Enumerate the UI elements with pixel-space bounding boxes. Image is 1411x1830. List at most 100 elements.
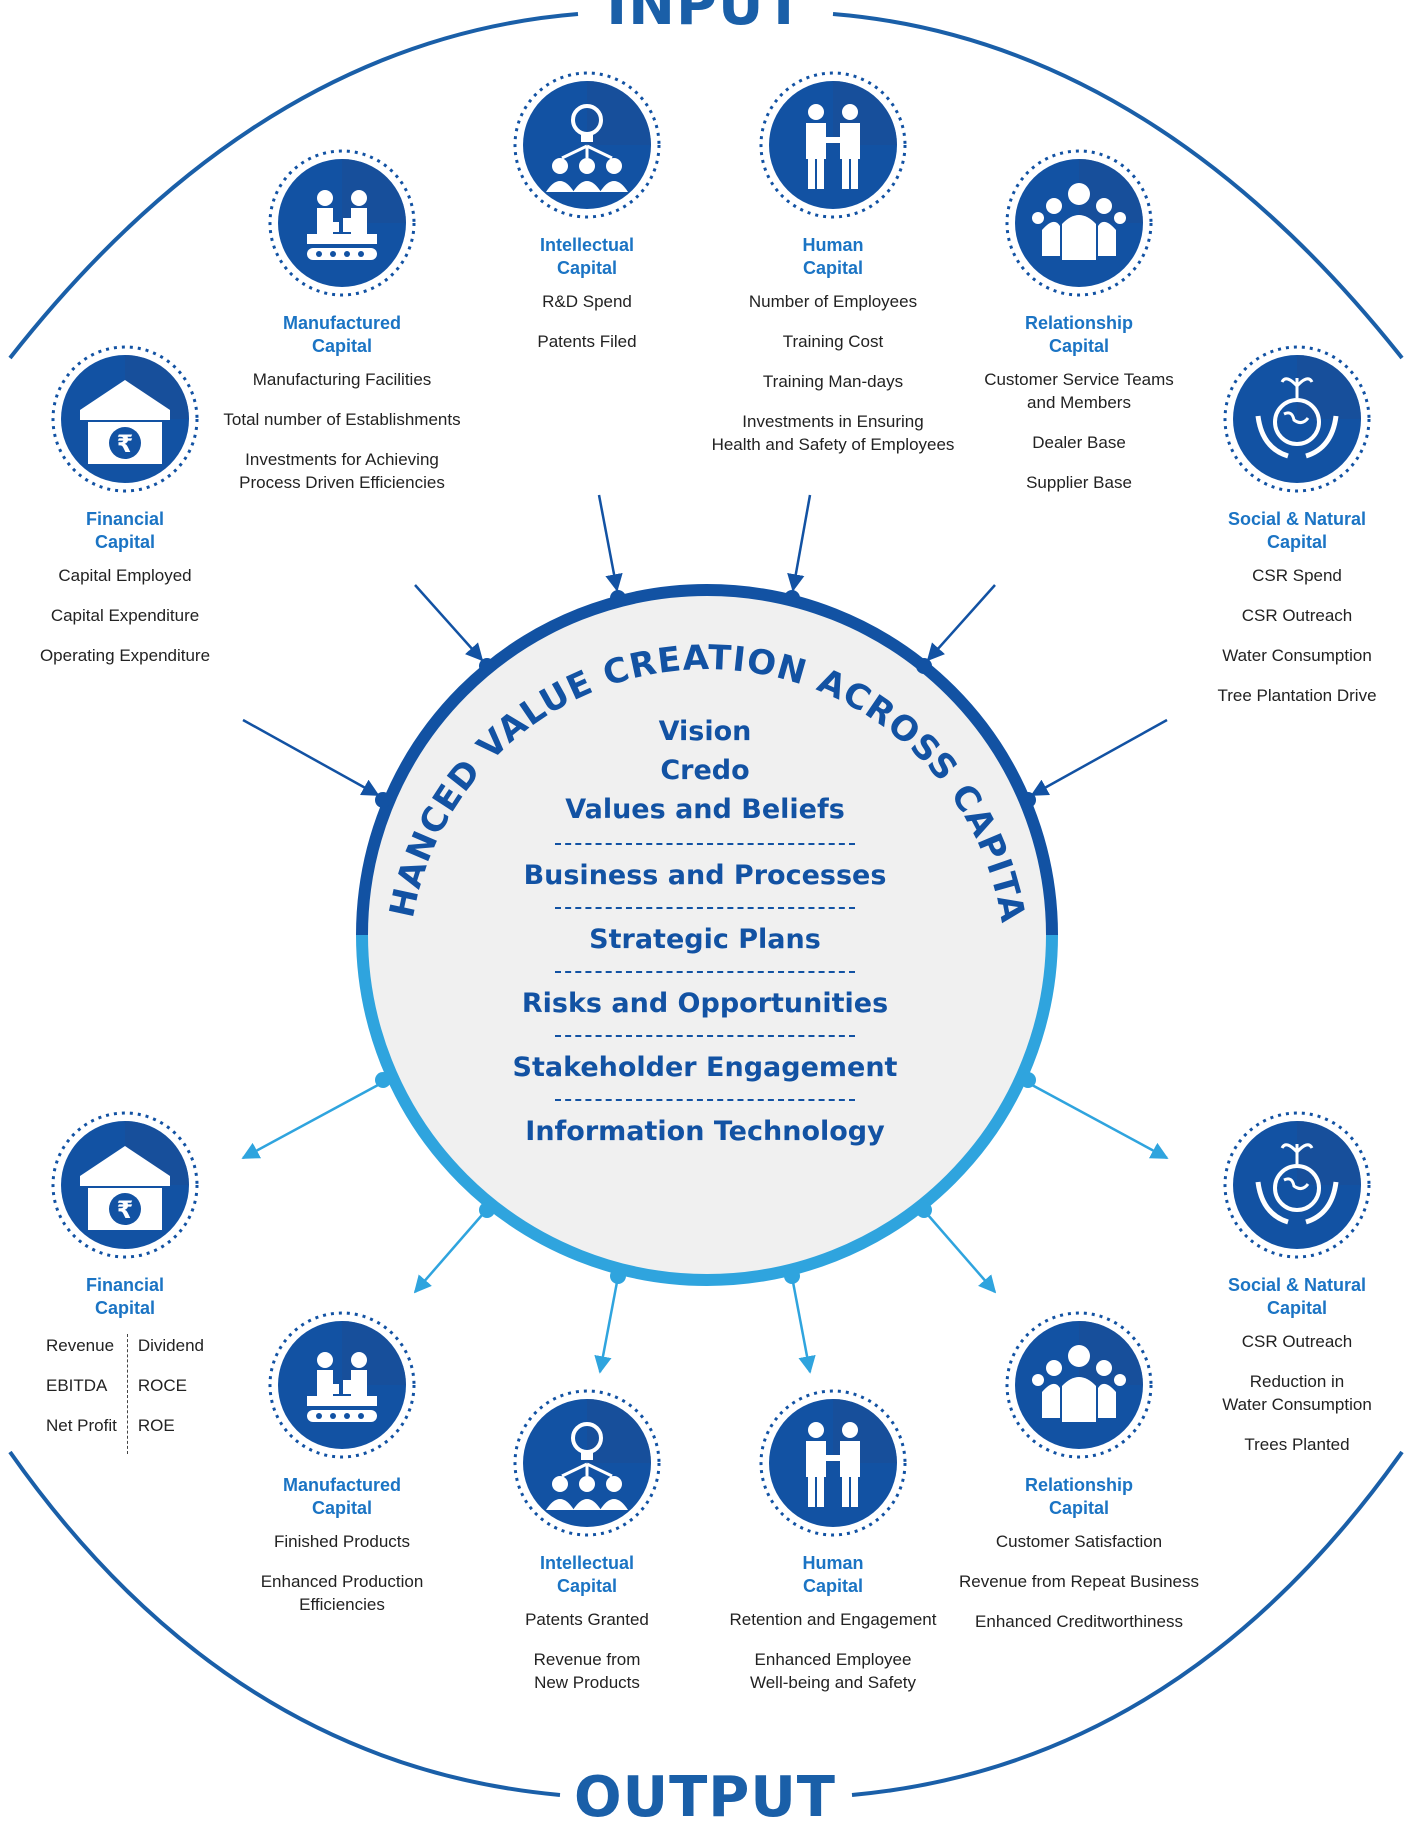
capital-item: Enhanced Creditworthiness [975,1612,1183,1631]
section-stakeholder: Stakeholder Engagement [512,1052,898,1083]
lightbulb-people-icon [513,1389,661,1537]
capital-item: Capital Employed [58,566,192,585]
output-outer-arc-right [851,1450,1404,1797]
capital-item: Tree Plantation Drive [1217,686,1377,705]
core-values: Values and Beliefs [565,794,845,825]
output-human-capital: Human Capital Retention and Engagement E… [688,1388,978,1711]
capital-item: Customer Satisfaction [995,1532,1163,1551]
output-social-natural-capital: Social & Natural Capital CSR Outreach Re… [1152,1110,1411,1473]
divider [555,1099,855,1101]
svg-text:₹: ₹ [117,430,134,458]
section-business: Business and Processes [523,860,887,891]
people-group-icon [1005,1311,1153,1459]
output-relationship-capital: Relationship Capital Customer Satisfacti… [934,1310,1224,1650]
capital-item: Patents Granted [525,1610,649,1629]
core-vision: Vision [658,716,752,747]
handshake-icon [759,71,907,219]
input-outer-arc-left [8,12,579,360]
capital-title: Financial Capital [85,1275,165,1318]
input-social-natural-capital: Social & Natural Capital CSR Spend CSR O… [1152,344,1411,724]
input-financial-capital: ₹ Financial Capital Capital Employed Cap… [0,344,270,684]
capital-item: Supplier Base [1026,473,1132,492]
capital-item: Patents Filed [537,332,637,351]
capital-item: Finished Products [273,1532,411,1551]
capital-item: CSR Outreach [1241,606,1353,625]
capital-item: Water Consumption [1222,646,1372,665]
lightbulb-people-icon [513,71,661,219]
capital-item: Dividend [137,1336,204,1355]
capital-item: R&D Spend [542,292,632,311]
people-group-icon [1005,149,1153,297]
factory-workers-icon [268,1311,416,1459]
divider [555,907,855,909]
core-circle [362,590,1052,1280]
capital-item: Investments for Achieving Process Driven… [239,450,445,492]
capital-item: Enhanced Production Efficiencies [260,1572,424,1614]
capital-item: Customer Service Teams and Members [984,370,1174,412]
capital-item: Operating Expenditure [39,646,211,665]
capital-item: CSR Spend [1252,566,1342,585]
capital-item: ROE [137,1416,175,1435]
capital-title: Social & Natural Capital [1227,509,1367,552]
divider [555,971,855,973]
input-relationship-capital: Relationship Capital Customer Service Te… [934,148,1224,511]
globe-plant-hands-icon [1223,1111,1371,1259]
capital-item: Dealer Base [1032,433,1126,452]
core-content: Vision Credo Values and Beliefs Business… [495,712,915,1149]
divider [555,1035,855,1037]
output-intellectual-capital: Intellectual Capital Patents Granted Rev… [442,1388,732,1711]
capital-title: Manufactured Capital [282,313,401,356]
input-outer-arc-right [832,12,1404,360]
capital-title: Relationship Capital [1024,313,1133,356]
section-risks: Risks and Opportunities [521,988,889,1019]
output-heading: OUTPUT [574,1765,836,1830]
capital-item: Revenue [45,1336,115,1355]
financial-col-1: Revenue EBITDA Net Profit [36,1334,128,1454]
capital-item: Total number of Establishments [223,410,461,429]
core-credo: Credo [660,755,750,786]
capital-title: Human Capital [802,1553,864,1596]
capital-item: Number of Employees [748,292,918,311]
input-intellectual-capital: Intellectual Capital R&D Spend Patents F… [442,70,732,370]
capital-item: Revenue from Repeat Business [958,1572,1200,1591]
capital-item: CSR Outreach [1241,1332,1353,1351]
output-manufactured-capital: Manufactured Capital Finished Products E… [197,1310,487,1633]
capital-title: Relationship Capital [1024,1475,1133,1518]
capital-title: Financial Capital [85,509,165,552]
handshake-icon [759,1389,907,1537]
circle-connector-dots [375,590,1036,808]
input-arrows [242,494,1168,797]
input-human-capital: Human Capital Number of Employees Traini… [688,70,978,473]
capital-item: Training Man-days [762,372,904,391]
capital-item: Reduction in Water Consumption [1222,1372,1372,1414]
capital-item: Manufacturing Facilities [252,370,432,389]
section-strategic: Strategic Plans [589,924,821,955]
factory-workers-icon [268,149,416,297]
capital-title: Intellectual Capital [539,235,635,278]
output-arrows [241,1083,1169,1374]
capital-item: Capital Expenditure [50,606,200,625]
core-circle-top-arc [356,584,1058,936]
financial-col-2: Dividend ROCE ROE [128,1334,214,1454]
core-circle-bottom-arc [356,934,1058,1286]
capital-title: Human Capital [802,235,864,278]
globe-plant-hands-icon [1223,345,1371,493]
capital-item: Revenue from New Products [533,1650,641,1692]
capital-item: Enhanced Employee Well-being and Safety [749,1650,916,1692]
bank-rupee-icon: ₹ [51,345,199,493]
capital-item: Trees Planted [1244,1435,1350,1454]
capital-title: Manufactured Capital [282,1475,401,1518]
input-heading: INPUT [606,0,804,38]
input-manufactured-capital: Manufactured Capital Manufacturing Facil… [197,148,487,511]
section-it: Information Technology [525,1116,885,1147]
bank-rupee-icon: ₹ [51,1111,199,1259]
svg-text:₹: ₹ [117,1196,134,1224]
capital-item: Training Cost [782,332,884,351]
capital-item: EBITDA [45,1376,108,1395]
output-financial-capital: ₹ Financial Capital Revenue EBITDA Net P… [0,1110,270,1454]
capital-title: Social & Natural Capital [1227,1275,1367,1318]
capital-title: Intellectual Capital [539,1553,635,1596]
capital-item: ROCE [137,1376,187,1395]
divider [555,843,855,845]
capital-item: Net Profit [45,1416,117,1435]
